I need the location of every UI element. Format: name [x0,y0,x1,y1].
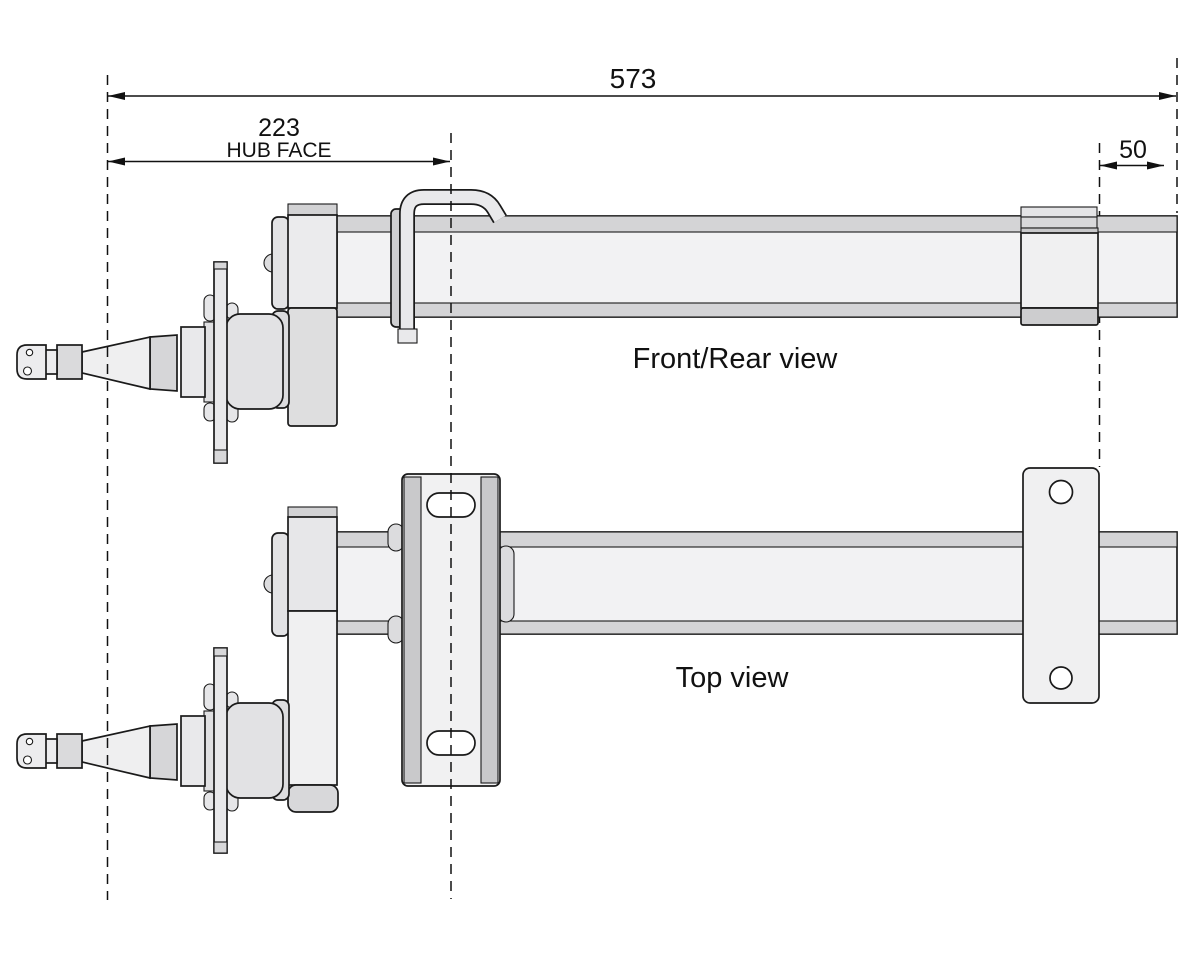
clamp-strip [1020,216,1098,229]
block-bottom-cap [287,784,339,813]
hub-flange-plate [213,261,228,464]
flange-top-band [213,261,228,270]
dimension-arrow-left [108,92,125,100]
hub-and-spindle [16,647,290,854]
block-top-cap [287,506,338,518]
dim-hub-face-label: HUB FACE [226,139,331,162]
hub-mounting-block [287,203,338,427]
spindle-collar [56,344,83,380]
end-plate-hole-top [1048,479,1074,505]
end-mount-plate [1022,467,1100,704]
cotter-pin-hole [22,366,33,376]
dimension-arrow-right [433,157,450,166]
hub-flange-plate [213,647,228,854]
block-lower [287,610,338,786]
hub-mounting-block [287,506,339,813]
spindle-taper [81,335,151,391]
dimension-overall: 573 [108,63,1176,100]
dimension-hub-face: 223 HUB FACE [108,114,450,166]
beam-end-cap [271,532,290,637]
dimension-end-offset: 50 [1100,136,1164,170]
flange-bottom-band [213,449,228,464]
block-top-cap [287,203,338,216]
dimension-arrow-left [108,157,125,166]
flange-bottom-band [213,841,228,854]
clamp-top-cap [1020,206,1098,218]
hub-barrel [225,702,284,799]
spindle-collar [56,733,83,769]
spring-plate-right-edge [480,476,499,784]
clamp-bottom-band [1020,307,1099,326]
reference-lines-front [106,75,452,900]
dimension-arrow-right [1159,92,1176,100]
clamp-body [1020,232,1099,309]
front-view-label: Front/Rear view [633,343,839,375]
u-bolt-tube [400,190,506,341]
flange-top-band [213,647,228,657]
top-view-label: Top view [676,662,790,694]
end-plate-hole-bottom [1049,666,1073,690]
end-plate-body [1022,467,1100,704]
hub-and-spindle [16,261,290,464]
beam-clamp [1020,206,1099,326]
bearing-journal [180,715,206,787]
block-upper [287,516,338,612]
u-bolt-assembly [390,189,507,344]
hub-barrel [225,313,284,410]
block-lower [287,307,338,427]
block-upper [287,214,338,309]
cotter-pin-hole [22,755,33,765]
u-bolt-foot [397,328,418,344]
dim-overall-value: 573 [610,63,657,94]
top-view-drawing [16,467,1178,854]
spindle-taper [81,724,151,780]
bearing-journal [180,326,206,398]
dim-end-offset-value: 50 [1119,136,1147,164]
beam-end-cap [271,216,290,310]
dimension-arrow-right [1147,161,1164,170]
dim-hub-face-value: 223 [258,114,300,142]
dimension-arrow-left [1100,161,1117,170]
cotter-pin-hole [25,348,34,357]
cotter-pin-hole [25,737,34,746]
spring-plate-left-edge [403,476,422,784]
spindle-taper-band [149,334,178,392]
front-rear-view-drawing [16,189,1178,464]
spindle-taper-band [149,723,178,781]
